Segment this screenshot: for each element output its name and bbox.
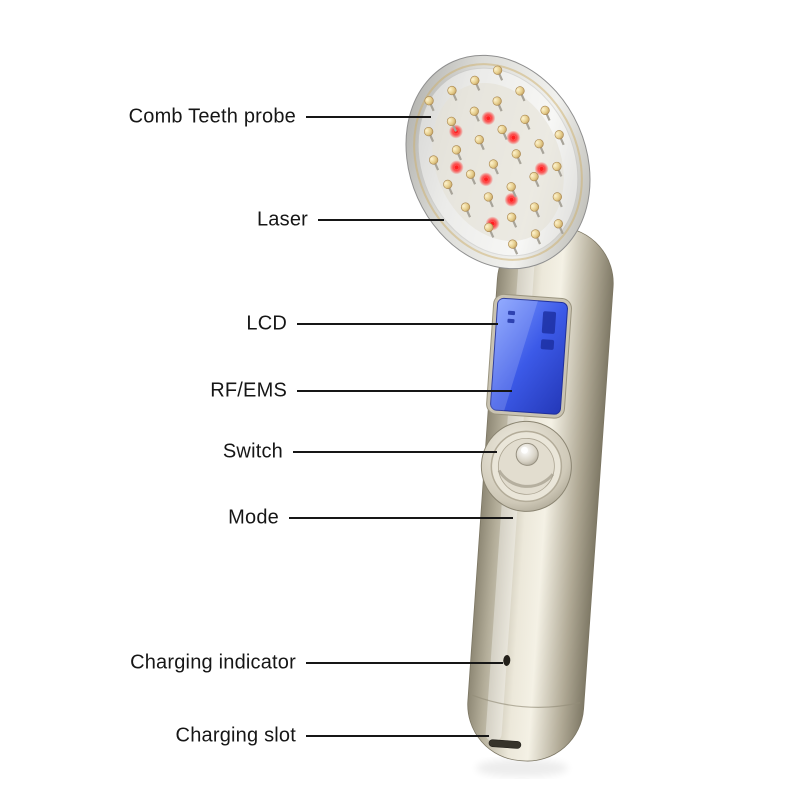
leader-line-mode	[289, 517, 513, 519]
head-gold-rim	[413, 63, 583, 261]
charging-indicator-dot	[503, 654, 511, 666]
handle-seam	[472, 694, 581, 708]
control-wheel	[480, 420, 572, 512]
label-charging-slot: Charging slot	[175, 724, 296, 747]
leader-line-charging-slot	[306, 735, 489, 737]
leader-line-laser	[318, 219, 444, 221]
label-rf-ems: RF/EMS	[210, 379, 287, 402]
leader-line-rf-ems	[297, 390, 512, 392]
device-shadow	[476, 759, 568, 777]
label-mode: Mode	[228, 506, 279, 529]
leader-line-charging-indicator	[306, 662, 503, 664]
comb-head	[405, 54, 591, 270]
leader-line-comb-teeth-probe	[306, 116, 431, 118]
leader-line-lcd	[297, 323, 498, 325]
handle-body	[467, 226, 614, 762]
label-charging-indicator: Charging indicator	[130, 651, 296, 674]
label-laser: Laser	[256, 208, 308, 231]
mode-button-arc	[497, 469, 555, 488]
lcd-display-glyphs	[507, 310, 557, 350]
leader-line-switch	[293, 451, 497, 453]
charging-slot-opening	[488, 739, 522, 749]
label-switch: Switch	[222, 440, 283, 463]
label-comb-teeth-probe: Comb Teeth probe	[128, 105, 296, 128]
label-lcd: LCD	[246, 312, 287, 335]
